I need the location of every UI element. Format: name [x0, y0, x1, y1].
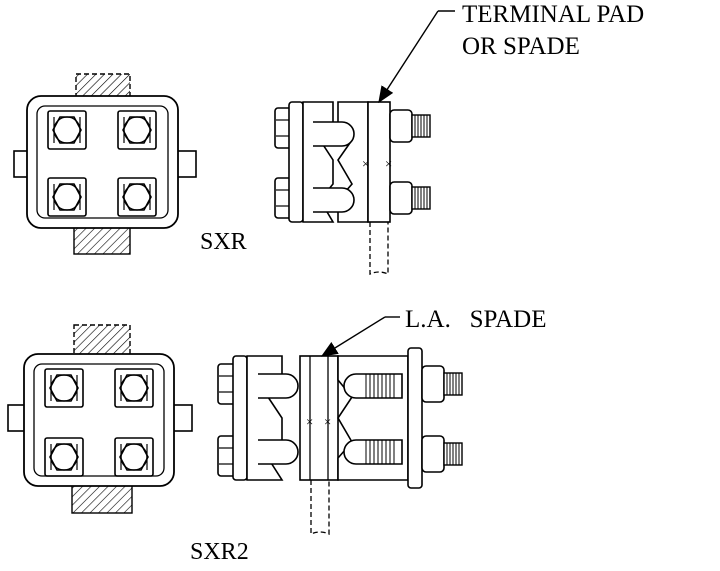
sxr-top-view	[13, 73, 197, 255]
arrow-icon	[378, 10, 439, 104]
sxr2-side-view: × ×	[217, 347, 463, 535]
la-spade-leader	[320, 316, 400, 357]
sxr2-top-view	[7, 324, 193, 514]
la-spade-label: L.A. SPADE	[405, 306, 546, 333]
cross-mark: ×	[324, 414, 331, 429]
cross-mark: ×	[362, 156, 369, 171]
sxr-model-label: SXR	[200, 229, 247, 255]
arrow-icon	[320, 316, 386, 357]
cross-mark: ×	[306, 414, 313, 429]
spade-dashed-extension	[369, 222, 389, 275]
sxr2-model-label: SXR2	[190, 539, 249, 565]
terminal-pad-label-line1: TERMINAL PAD	[462, 1, 644, 28]
sxr2-clamp-body	[23, 353, 175, 487]
cross-mark: ×	[385, 156, 392, 171]
terminal-pad-leader	[378, 10, 455, 104]
terminal-pad-label-line2: OR SPADE	[462, 33, 580, 60]
sxr-side-view: × ×	[274, 101, 431, 275]
